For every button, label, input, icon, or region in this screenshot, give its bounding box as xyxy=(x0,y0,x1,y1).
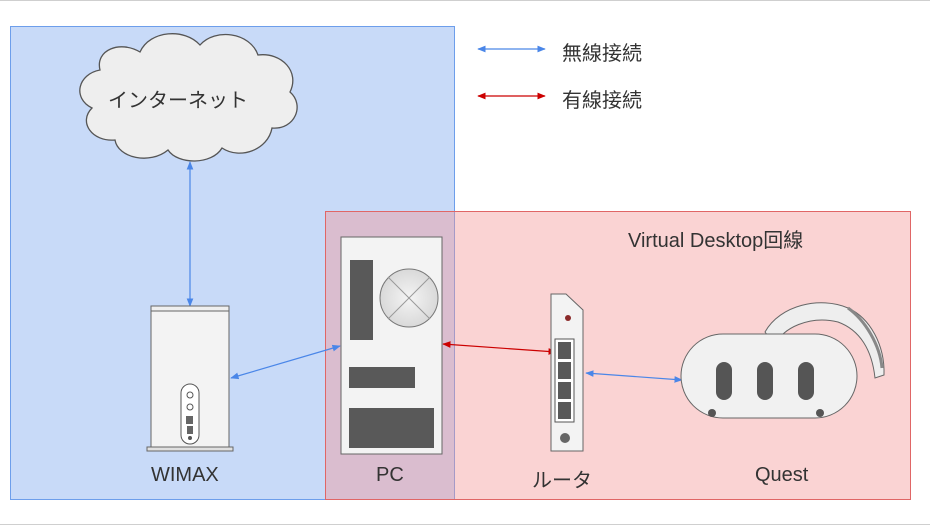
quest-label: Quest xyxy=(755,464,809,486)
lan-router-device xyxy=(550,293,584,452)
bottom-divider xyxy=(0,524,930,525)
pc-label: PC xyxy=(376,464,404,486)
top-divider xyxy=(0,0,930,1)
internet-label: インターネット xyxy=(108,90,248,112)
router-quest-wireless-link xyxy=(585,370,683,383)
pc-router-wired-link xyxy=(442,341,557,355)
pc-tower-device xyxy=(340,236,443,455)
wimax-router-device xyxy=(146,305,234,452)
wimax-label: WIMAX xyxy=(151,464,219,486)
legend-wired-label: 有線接続 xyxy=(562,90,642,112)
quest-headset-device xyxy=(680,302,885,419)
router-label: ルータ xyxy=(532,470,592,492)
virtual-desktop-zone-title: Virtual Desktop回線 xyxy=(628,230,804,252)
legend-wireless-label: 無線接続 xyxy=(562,43,642,65)
wimax-pc-wireless-link xyxy=(230,344,341,380)
internet-cloud xyxy=(79,33,298,162)
